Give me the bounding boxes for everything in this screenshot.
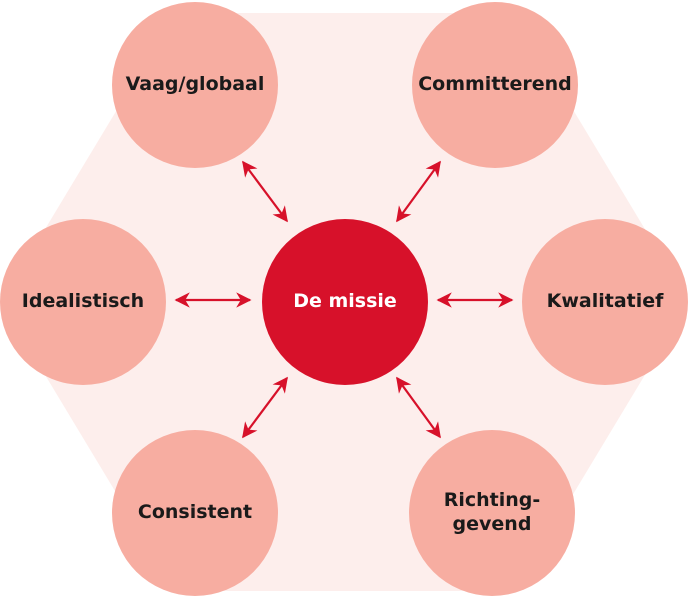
node-richting-gevend: Richting- gevend	[409, 430, 575, 596]
arrow-top-right	[396, 160, 441, 223]
node-center-de-missie: De missie	[262, 219, 428, 385]
node-label: Committerend	[418, 73, 572, 96]
node-label: Kwalitatief	[546, 290, 664, 313]
arrow-bottom-right	[396, 376, 441, 439]
center-label: De missie	[293, 290, 397, 313]
node-label: Vaag/globaal	[125, 73, 265, 96]
node-vaag-globaal: Vaag/globaal	[112, 2, 278, 168]
node-label: Richting- gevend	[443, 489, 541, 535]
node-kwalitatief: Kwalitatief	[522, 219, 688, 385]
node-consistent: Consistent	[112, 430, 278, 596]
arrow-bottom-left	[242, 376, 288, 439]
node-idealistisch: Idealistisch	[0, 219, 166, 385]
node-label: Consistent	[137, 501, 253, 524]
node-committerend: Committerend	[412, 2, 578, 168]
arrow-top-left	[242, 160, 288, 223]
node-label: Idealistisch	[21, 290, 145, 313]
connector-arrows	[174, 160, 514, 439]
